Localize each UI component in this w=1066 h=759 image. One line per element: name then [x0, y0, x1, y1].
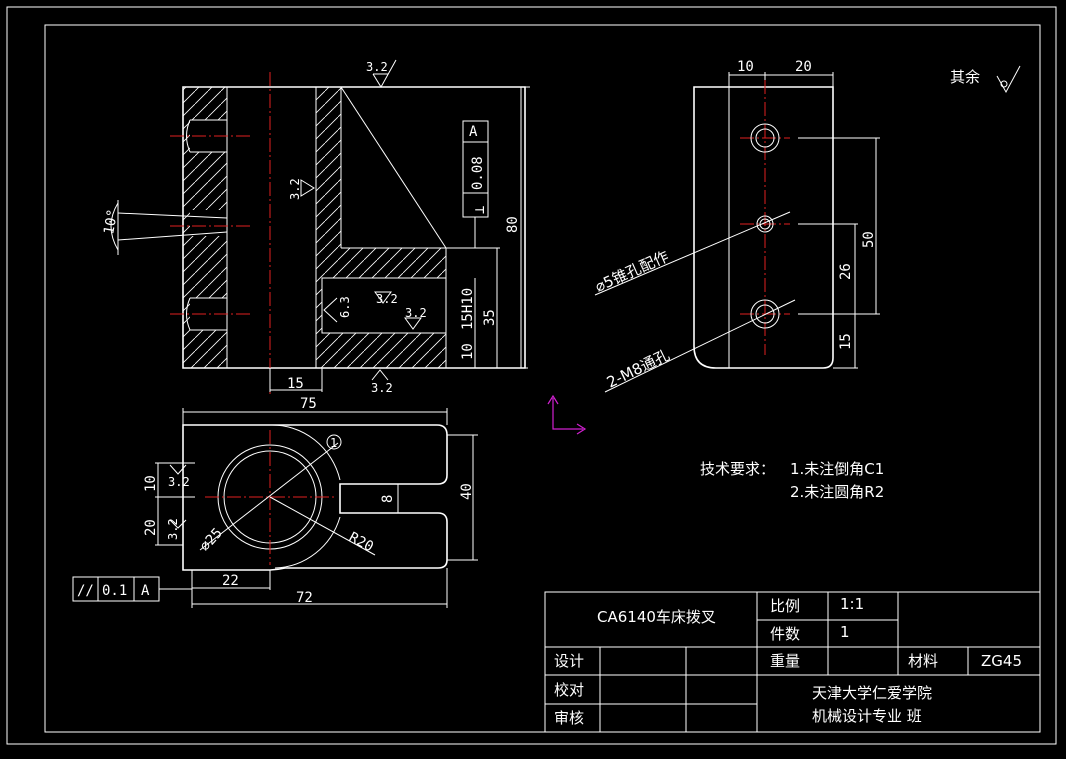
top-dim-8: 8 — [380, 495, 396, 503]
top-dim-40: 40 — [459, 483, 475, 500]
top-balloon: 1 — [330, 436, 337, 450]
quantity-value: 1 — [840, 623, 850, 641]
design-label: 设计 — [554, 652, 584, 670]
side-view: 10 20 50 26 15 ⌀5锥孔配作 2-M8通孔 — [592, 59, 880, 393]
note-taper-hole: ⌀5锥孔配作 — [592, 247, 671, 295]
front-dim-80: 80 — [505, 216, 521, 233]
material-label: 材料 — [908, 652, 938, 670]
top-dim-dia25: ⌀25 — [197, 525, 226, 555]
fcf-par-datum: A — [141, 583, 150, 599]
scale-label: 比例 — [770, 597, 800, 615]
front-roughness-slot-upper: 3.2 — [376, 292, 398, 306]
fcf-perp-datum: A — [469, 124, 478, 140]
top-dim-22: 22 — [222, 573, 239, 589]
top-dim-10: 10 — [143, 475, 159, 492]
scale-value: 1:1 — [840, 595, 864, 613]
top-dim-R20: R20 — [346, 529, 376, 555]
part-name: CA6140车床拨叉 — [597, 608, 716, 626]
front-view: 15 80 35 15H10 10 10° 3.2 3.2 3.2 3.2 6.… — [101, 59, 530, 395]
side-dim-50: 50 — [861, 231, 877, 248]
side-dim-10: 10 — [737, 59, 754, 75]
material-value: ZG45 — [981, 652, 1022, 670]
check-label: 校对 — [554, 681, 584, 699]
front-dim-15: 15 — [287, 376, 304, 392]
general-roughness-label: 其余 — [950, 68, 980, 86]
front-angle-10: 10° — [101, 208, 121, 236]
major-name: 机械设计专业 班 — [812, 707, 922, 725]
front-roughness-slot-side: 6.3 — [338, 296, 352, 318]
weight-label: 重量 — [770, 652, 800, 670]
fcf-par-symbol: // — [77, 583, 94, 599]
side-dim-26: 26 — [838, 263, 854, 280]
front-roughness-bore: 3.2 — [288, 178, 302, 200]
front-roughness-slot-inner: 3.2 — [405, 306, 427, 320]
top-view: 75 40 8 10 20 22 72 ⌀25 R20 1 3.2 3.2 //… — [72, 396, 478, 608]
title-block: CA6140车床拨叉 比例 1:1 件数 1 设计 重量 材料 ZG45 校对 … — [544, 591, 1041, 733]
side-dim-20: 20 — [795, 59, 812, 75]
tech-requirements: 技术要求： 1.未注倒角C1 2.未注圆角R2 — [700, 460, 884, 501]
front-dim-35: 35 — [482, 309, 498, 326]
ucs-icon — [547, 394, 587, 435]
top-dim-72: 72 — [296, 590, 313, 606]
fcf-perp-symbol: ⊥ — [472, 206, 488, 214]
general-roughness: 其余 — [950, 65, 1021, 94]
side-dim-15: 15 — [838, 333, 854, 350]
top-dim-75: 75 — [300, 396, 317, 412]
fcf-par-tolerance: 0.1 — [102, 583, 127, 599]
front-dim-10: 10 — [460, 343, 476, 360]
school-name: 天津大学仁爱学院 — [812, 684, 932, 702]
inner-border — [44, 24, 1041, 733]
front-dim-15H10: 15H10 — [460, 288, 476, 330]
tech-item-2: 2.未注圆角R2 — [790, 483, 884, 501]
note-through-hole: 2-M8通孔 — [604, 346, 673, 392]
front-roughness-bottom: 3.2 — [371, 381, 393, 395]
top-roughness-b: 3.2 — [166, 518, 180, 540]
fcf-perp-tolerance: 0.08 — [470, 156, 486, 190]
front-roughness-top: 3.2 — [366, 60, 388, 74]
review-label: 审核 — [554, 709, 584, 727]
quantity-label: 件数 — [770, 625, 800, 643]
tech-item-1: 1.未注倒角C1 — [790, 460, 884, 478]
tech-title: 技术要求： — [700, 460, 775, 478]
top-roughness-a: 3.2 — [168, 475, 190, 489]
top-dim-20: 20 — [143, 519, 159, 536]
outer-border — [6, 6, 1057, 745]
